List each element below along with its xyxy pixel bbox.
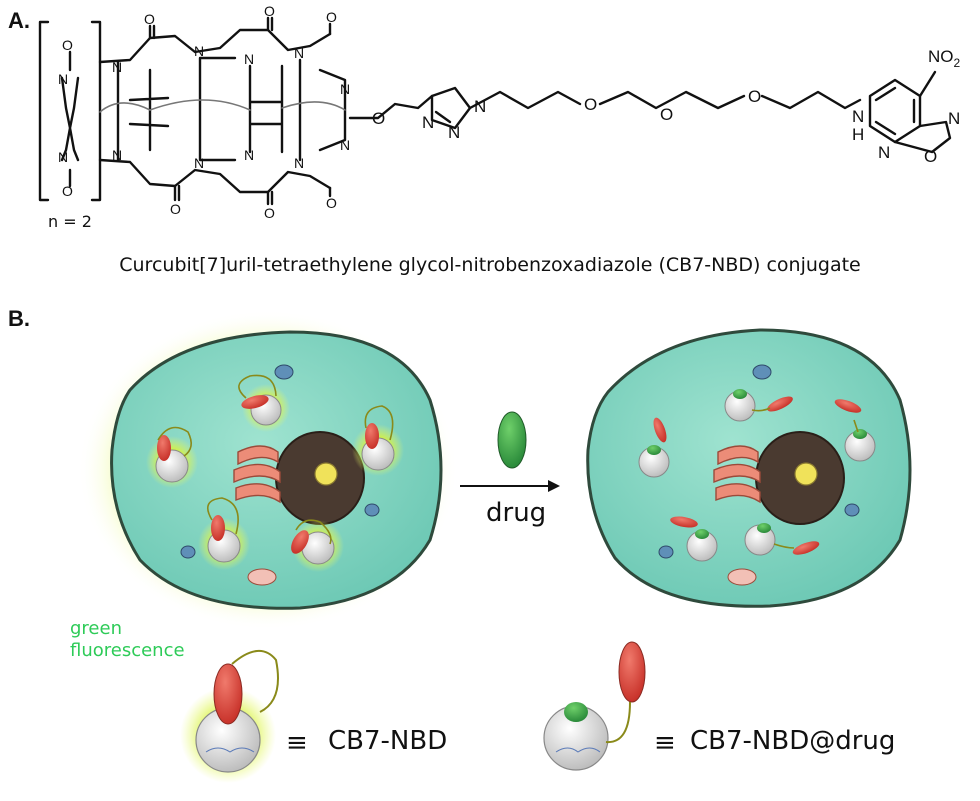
panel-b-label: B. (8, 306, 30, 331)
atom-n: N (194, 43, 204, 59)
atom-o: O (264, 3, 275, 19)
atom-o: O (62, 37, 73, 53)
atom-n: N (340, 137, 350, 153)
vesicle (180, 545, 196, 559)
atom-n: N (112, 59, 122, 75)
atom-n: N (58, 71, 68, 87)
probe-right-5 (744, 523, 820, 556)
atom-n: N (112, 147, 122, 163)
vesicle (247, 568, 277, 586)
atom-o: O (144, 11, 155, 27)
atom-n: N (194, 155, 204, 171)
equiv-symbol: ≡ (654, 728, 676, 758)
atom-o: O (326, 9, 337, 25)
nucleolus-right (794, 462, 818, 486)
atom-n: N (852, 107, 864, 126)
atom-n: N (474, 97, 486, 116)
atom-n: N (244, 51, 254, 67)
atom-ether-o: O (584, 95, 597, 114)
legend-cb7-nbd-icon (180, 650, 279, 783)
atom-o: O (326, 195, 337, 211)
fluorescence-label-line2: fluorescence (70, 640, 185, 661)
atom-n: N (294, 45, 304, 61)
probe-left-3 (352, 405, 404, 476)
atom-h: H (852, 125, 864, 144)
cell-right (586, 328, 912, 608)
fluorescence-label-line1: green (70, 618, 122, 639)
er-left (233, 445, 281, 504)
probe-right-1 (724, 389, 793, 422)
probe-left-5 (291, 519, 344, 572)
er-right (713, 445, 761, 504)
panel-a-label: A. (8, 8, 30, 33)
cb7-nbd-structure: O N N O O O O O O O N N N N N N N N N N … (38, 3, 961, 221)
cell-left (78, 310, 458, 630)
atom-n: N (448, 123, 460, 142)
repeat-unit-label: n = 2 (48, 212, 92, 231)
legend-cb7-nbd-drug-label: CB7-NBD@drug (690, 726, 896, 756)
atom-n: N (340, 81, 350, 97)
atom-n: N (294, 155, 304, 171)
atom-o: O (264, 205, 275, 221)
probe-left-1 (238, 374, 290, 432)
probe-left-2 (146, 426, 198, 488)
atom-o: O (170, 201, 181, 217)
nucleolus-left (314, 462, 338, 486)
repeat-bracket-left (38, 20, 50, 202)
vesicle (727, 568, 757, 586)
structure-caption: Curcubit[7]uril-tetraethylene glycol-nit… (119, 254, 861, 276)
arrow-label: drug (486, 498, 547, 528)
vesicle (364, 503, 380, 517)
atom-o: O (62, 183, 73, 199)
vesicle (274, 364, 294, 380)
probe-right-4 (670, 516, 718, 562)
legend-cb7-nbd-label: CB7-NBD (328, 726, 448, 756)
probe-left-4 (198, 497, 250, 570)
atom-n: N (58, 149, 68, 165)
atom-n: N (878, 143, 890, 162)
atom-ether-o: O (748, 87, 761, 106)
vesicle (844, 503, 860, 517)
atom-n: N (244, 147, 254, 163)
drug-capsule (497, 411, 527, 469)
atom-ether-o: O (660, 105, 673, 124)
atom-o: O (924, 147, 937, 166)
reaction-arrow (460, 480, 560, 492)
probe-right-3 (834, 399, 876, 462)
vesicle (658, 545, 674, 559)
atom-ether-o: O (372, 109, 385, 128)
atom-nitro: NO2 (928, 47, 961, 70)
vesicle (752, 364, 772, 380)
equiv-symbol: ≡ (286, 728, 308, 758)
fluorescence-label: green fluorescence (70, 618, 185, 662)
atom-n: N (422, 113, 434, 132)
atom-n: N (948, 109, 960, 128)
legend-cb7-nbd-drug-icon (543, 641, 646, 771)
probe-right-2 (638, 417, 670, 478)
